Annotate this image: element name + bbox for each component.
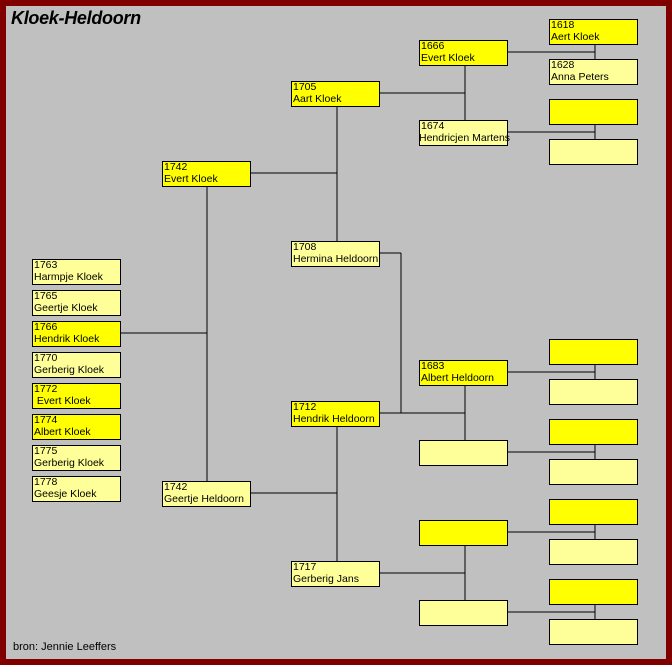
person-name: Evert Kloek [34, 394, 91, 407]
birth-year: 1770 [34, 352, 58, 364]
birth-year: 1763 [34, 259, 58, 271]
empty-ancestor-box[interactable] [549, 379, 638, 405]
person-name: Anna Peters [551, 70, 609, 83]
person-name: Hendrik Kloek [34, 332, 100, 345]
person-name: Gerberig Jans [293, 572, 359, 585]
birth-year: 1618 [551, 19, 575, 31]
person-name: Geertje Kloek [34, 301, 98, 314]
birth-year: 1742 [164, 161, 188, 173]
birth-year: 1778 [34, 476, 58, 488]
person-name: Geertje Heldoorn [164, 492, 244, 505]
person-name: Hermina Heldoorn [293, 252, 379, 265]
empty-ancestor-box[interactable] [419, 600, 508, 626]
empty-ancestor-box[interactable] [419, 520, 508, 546]
empty-ancestor-box[interactable] [549, 419, 638, 445]
person-name: Hendrik Heldoorn [293, 412, 375, 425]
birth-year: 1772 [34, 383, 58, 395]
person-name: Gerberig Kloek [34, 363, 105, 376]
birth-year: 1712 [293, 401, 317, 413]
empty-ancestor-box[interactable] [419, 440, 508, 466]
person-name: Evert Kloek [421, 51, 475, 64]
person-name: Harmpje Kloek [34, 270, 103, 283]
person-name: Albert Heldoorn [421, 371, 494, 384]
person-name: Aart Kloek [293, 92, 342, 105]
person-name: Geesje Kloek [34, 487, 97, 500]
birth-year: 1666 [421, 40, 445, 52]
birth-year: 1628 [551, 59, 575, 71]
empty-ancestor-box[interactable] [549, 499, 638, 525]
person-name: Aert Kloek [551, 30, 600, 43]
page-title: Kloek-Heldoorn [11, 8, 141, 28]
birth-year: 1705 [293, 81, 317, 93]
birth-year: 1775 [34, 445, 58, 457]
empty-ancestor-box[interactable] [549, 579, 638, 605]
empty-ancestor-box[interactable] [549, 459, 638, 485]
birth-year: 1683 [421, 360, 445, 372]
empty-ancestor-box[interactable] [549, 339, 638, 365]
person-name: Albert Kloek [34, 425, 91, 438]
person-name: Hendricjen Martens [419, 131, 511, 144]
source-credit: bron: Jennie Leeffers [13, 641, 117, 653]
birth-year: 1717 [293, 561, 317, 573]
birth-year: 1674 [421, 120, 445, 132]
child-box[interactable]: 1772 Evert Kloek [32, 383, 121, 409]
birth-year: 1708 [293, 241, 317, 253]
birth-year: 1742 [164, 481, 188, 493]
person-name: Evert Kloek [164, 172, 218, 185]
empty-ancestor-box[interactable] [549, 99, 638, 125]
person-name: Gerberig Kloek [34, 456, 105, 469]
birth-year: 1765 [34, 290, 58, 302]
birth-year: 1774 [34, 414, 58, 426]
empty-ancestor-box[interactable] [549, 539, 638, 565]
empty-ancestor-box[interactable] [549, 619, 638, 645]
birth-year: 1766 [34, 321, 58, 333]
empty-ancestor-box[interactable] [549, 139, 638, 165]
